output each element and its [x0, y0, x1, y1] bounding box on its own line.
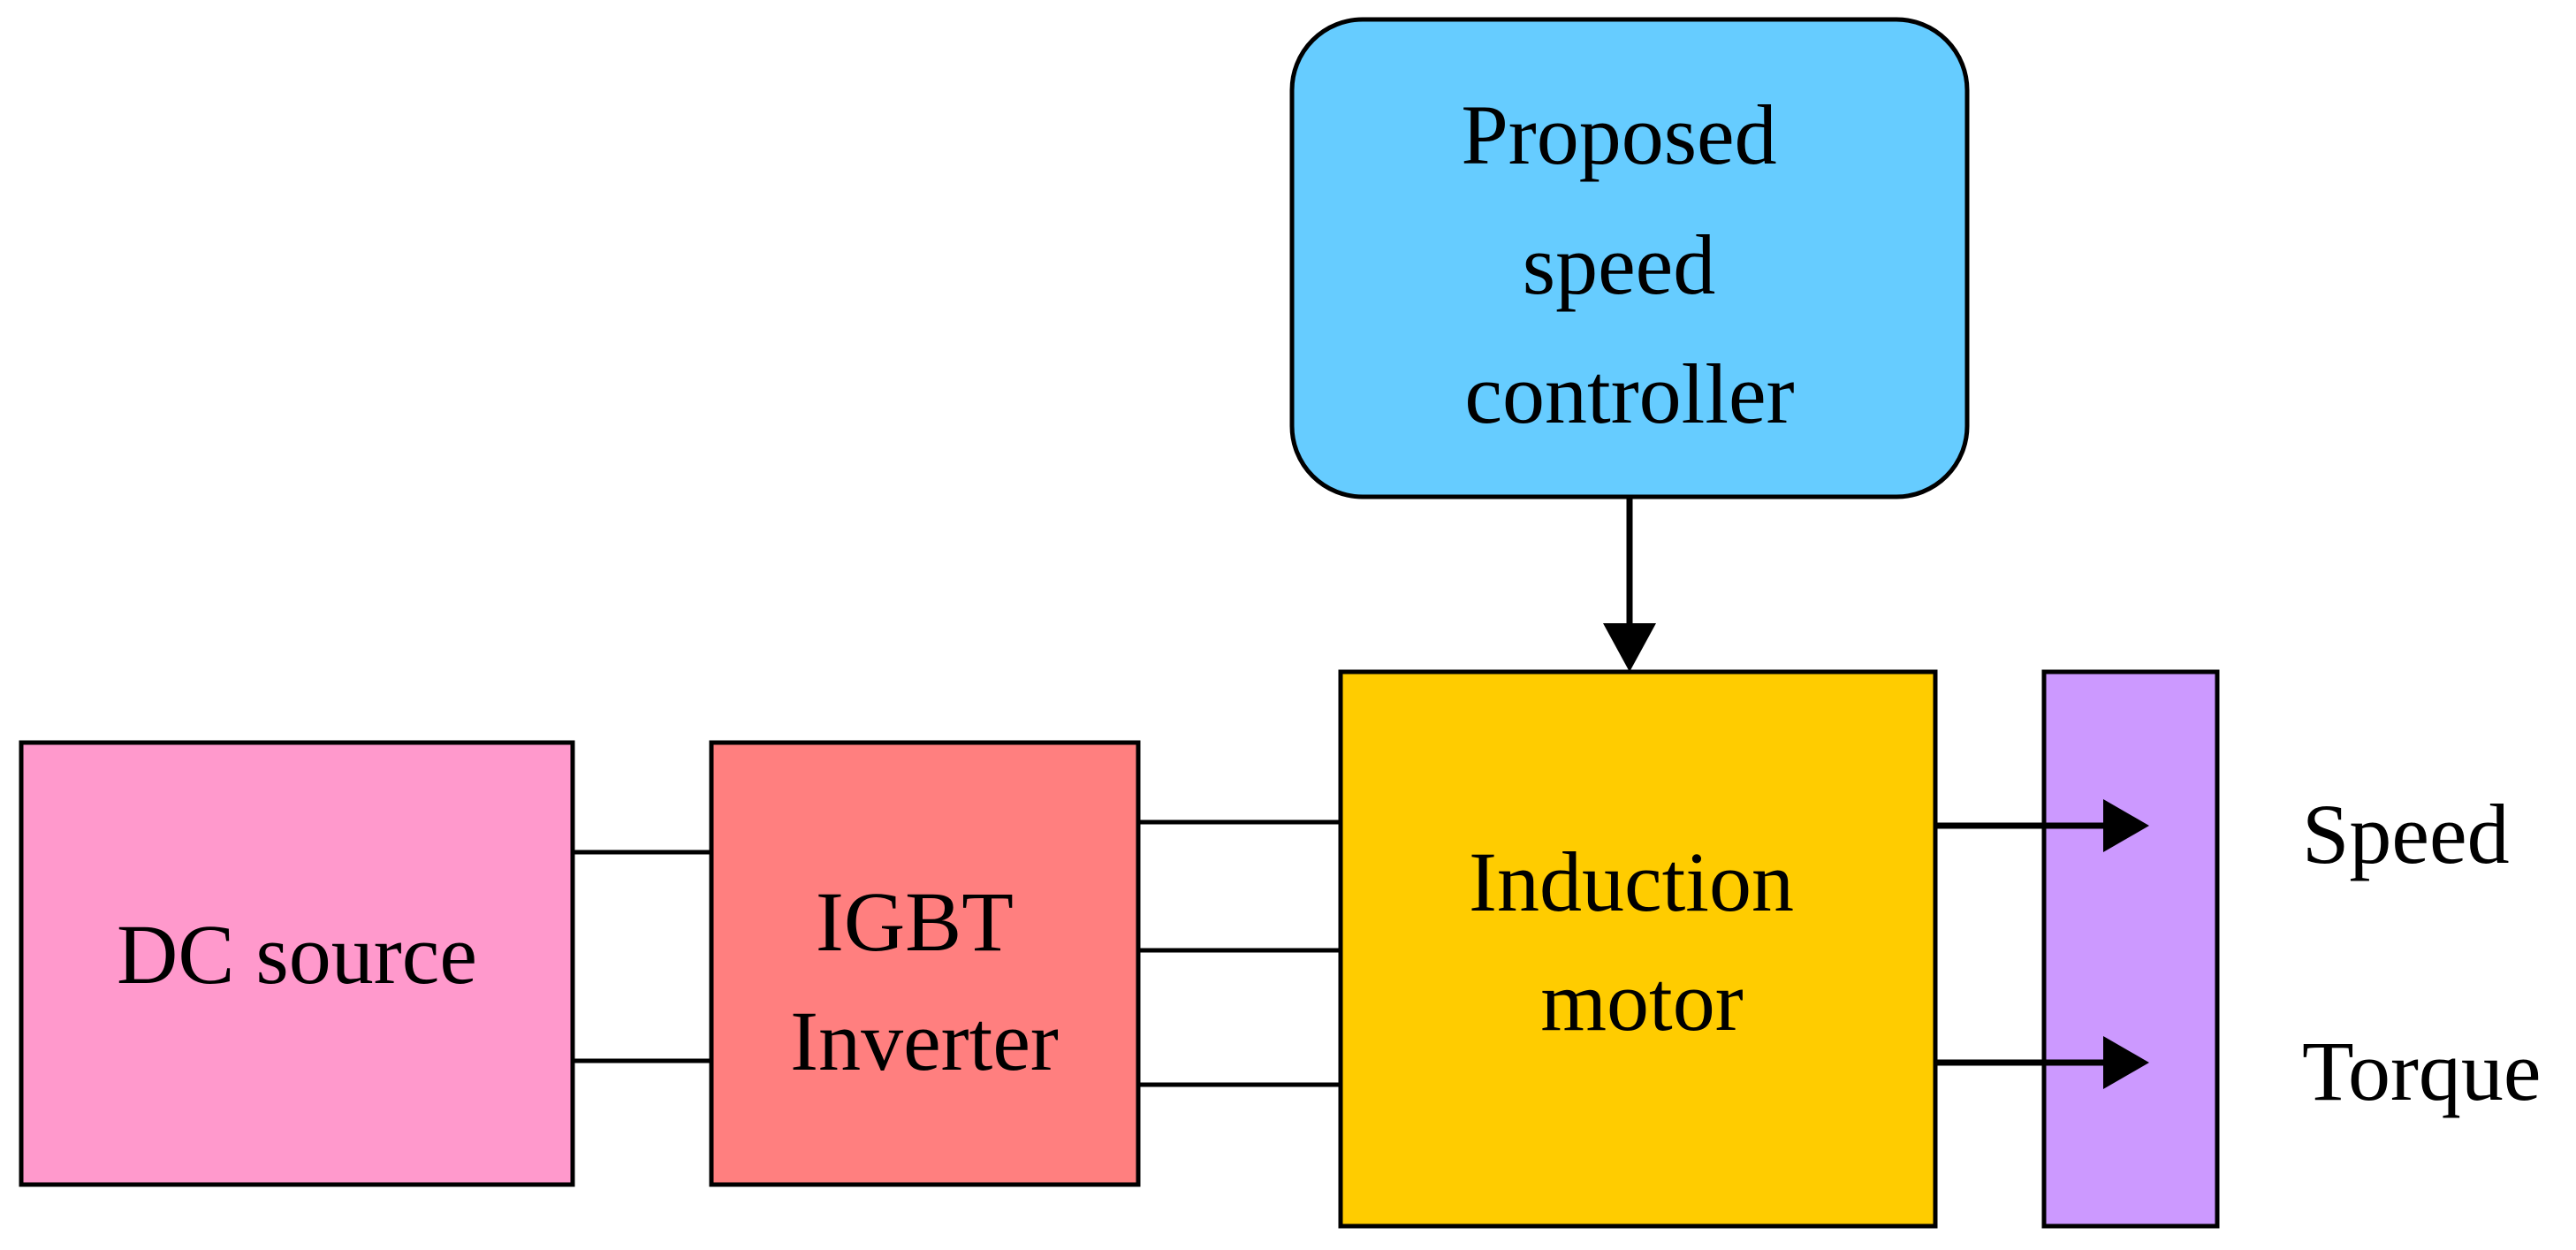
- controller-label-line-1: Proposed: [1461, 88, 1776, 182]
- dc-source-block: DC source: [19, 740, 575, 1187]
- motor-label-line-1: Induction: [1469, 835, 1794, 929]
- dc-source-label-line-1: DC source: [117, 907, 477, 1002]
- speed-label: Speed: [2302, 787, 2510, 881]
- motor-block: Induction motor: [1338, 669, 1938, 1229]
- motor-label: Induction motor: [1469, 835, 1815, 1048]
- motor-label-line-2: motor: [1540, 954, 1743, 1048]
- controller-motor-arrowhead: [1603, 623, 1656, 672]
- dc-source-label: DC source: [117, 907, 477, 1002]
- torque-arrow: [1935, 1036, 2149, 1089]
- inverter-label-line-1: IGBT: [816, 874, 1013, 969]
- speed-arrowhead: [2103, 799, 2149, 852]
- output-box: [2041, 669, 2220, 1229]
- torque-arrowhead: [2103, 1036, 2149, 1089]
- inverter-to-motor-wires: [1138, 819, 1341, 1087]
- controller-to-motor-arrow: [1603, 497, 1656, 672]
- inverter-box: [709, 740, 1141, 1187]
- speed-arrow: [1935, 799, 2149, 852]
- controller-label-line-2: speed: [1523, 217, 1716, 312]
- output-block: [2041, 669, 2220, 1229]
- dc-source-box: [19, 740, 575, 1187]
- inverter-label: IGBT Inverter: [790, 874, 1059, 1088]
- motor-box: [1338, 669, 1938, 1229]
- controller-label-line-3: controller: [1464, 347, 1794, 441]
- inverter-block: IGBT Inverter: [709, 740, 1141, 1187]
- controller-block: Proposed speed controller: [1289, 17, 1970, 499]
- dc-to-inverter-wires: [573, 850, 711, 1063]
- torque-label: Torque: [2302, 1024, 2542, 1118]
- controller-label: Proposed speed controller: [1461, 88, 1797, 441]
- inverter-label-line-2: Inverter: [790, 994, 1059, 1088]
